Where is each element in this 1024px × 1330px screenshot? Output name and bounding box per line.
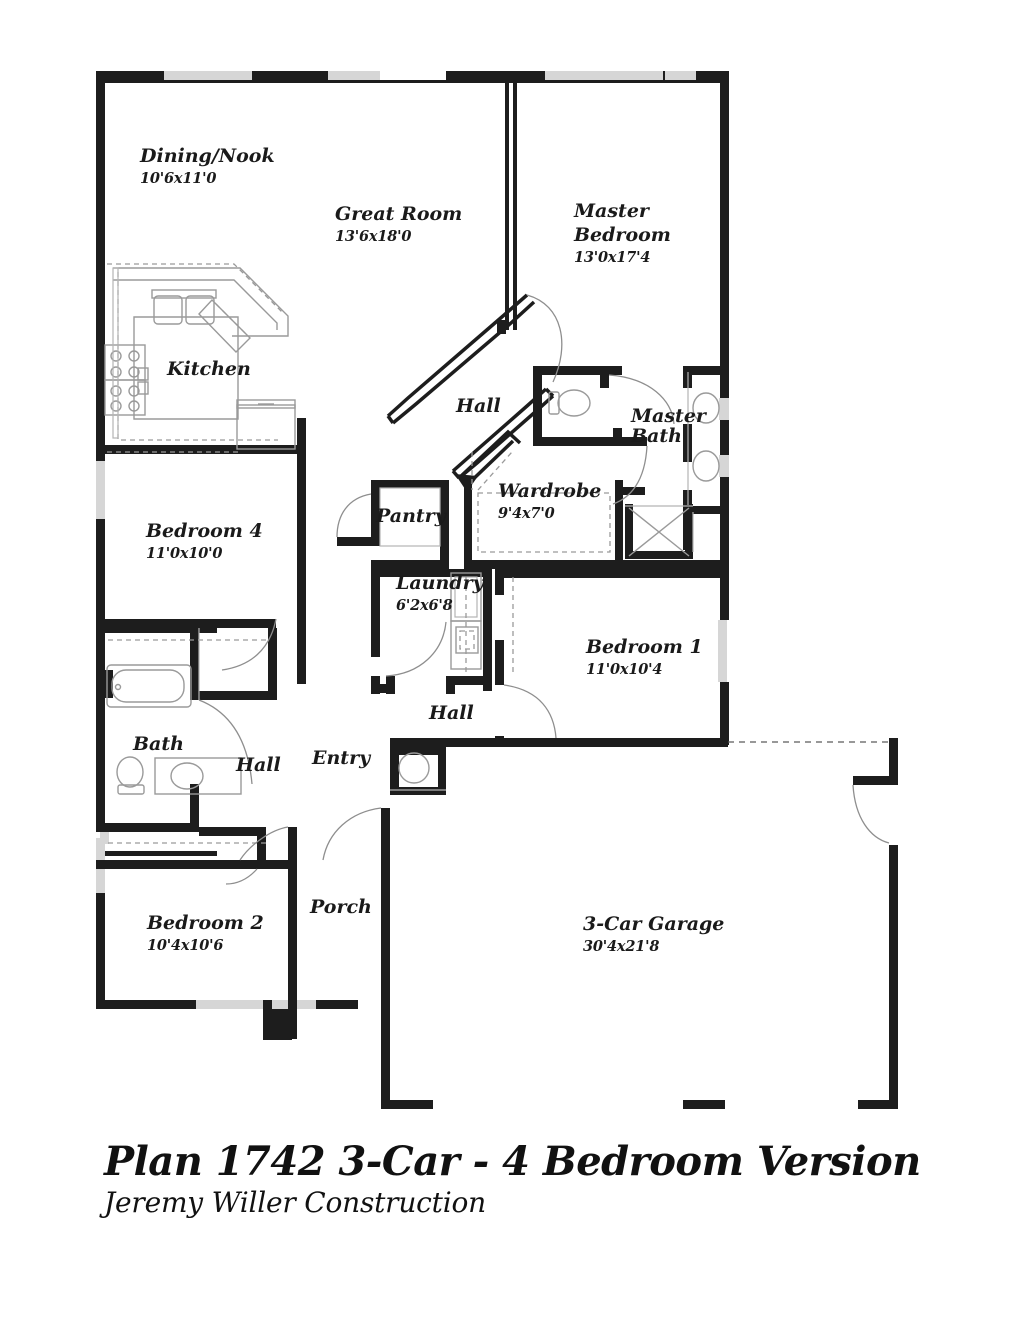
room-label-bath: Bath: [132, 733, 184, 755]
room-label-entry: Entry: [311, 747, 372, 769]
room-label-kitchen: Kitchen: [166, 358, 251, 380]
wardrobe-shelving: [471, 451, 611, 553]
plan-title: Plan 1742 3-Car - 4 Bedroom Version: [103, 1138, 921, 1185]
room-label-wardrobe: Wardrobe: [498, 480, 601, 502]
kitchen-sink: [151, 289, 217, 325]
title-block: Plan 1742 3-Car - 4 Bedroom Version Jere…: [99, 1138, 921, 1219]
room-label-master-bedroom-line1: Master: [573, 200, 651, 222]
master-shower: [625, 505, 693, 557]
room-label-master-bath-line1: Master: [630, 405, 708, 427]
room-label-hall-upper: Hall: [455, 395, 501, 417]
walls: [96, 71, 898, 1109]
room-label-hall-left: Hall: [235, 754, 281, 776]
room-label-great-room: Great Room: [335, 203, 462, 225]
room-dims-dining-nook: 10'6x11'0: [140, 170, 216, 187]
room-label-bedroom-2: Bedroom 2: [146, 912, 264, 934]
plan-subtitle: Jeremy Willer Construction: [99, 1186, 486, 1219]
bath-tub: [106, 664, 192, 708]
door-swings: [198, 294, 890, 885]
bath-sink: [154, 757, 242, 795]
room-label-porch: Porch: [309, 896, 372, 918]
room-label-garage: 3-Car Garage: [583, 913, 724, 935]
room-label-bedroom-1: Bedroom 1: [585, 636, 703, 658]
room-label-master-bath-line2: Bath: [630, 425, 682, 447]
kitchen-island: [133, 316, 239, 420]
kitchen-fixtures: [104, 263, 296, 453]
hall-bath-fixtures: [106, 628, 270, 844]
room-label-master-bedroom-line2: Bedroom: [573, 224, 671, 246]
room-label-dining-nook: Dining/Nook: [139, 145, 275, 167]
room-dims-bedroom-4: 11'0x10'0: [146, 545, 222, 562]
room-dims-laundry: 6'2x6'8: [396, 597, 453, 614]
room-dims-bedroom-1: 11'0x10'4: [586, 661, 662, 678]
laundry-fixtures: [450, 572, 514, 672]
room-labels: Dining/Nook 10'6x11'0 Great Room 13'6x18…: [132, 145, 724, 955]
entry-closet-fixture: [390, 752, 446, 791]
room-dims-great-room: 13'6x18'0: [335, 228, 411, 245]
pantry-shelving: [379, 487, 441, 547]
room-label-hall-lower: Hall: [428, 702, 474, 724]
room-dims-wardrobe: 9'4x7'0: [498, 505, 555, 522]
room-label-pantry: Pantry: [375, 505, 448, 527]
room-dims-bedroom-2: 10'4x10'6: [147, 937, 223, 954]
bath-toilet: [116, 756, 145, 795]
master-toilet: [548, 389, 591, 417]
kitchen-refrigerator: [236, 399, 296, 450]
room-dims-master-bedroom: 13'0x17'4: [574, 249, 650, 266]
master-bath-fixtures: [548, 372, 720, 557]
kitchen-cooktop: [104, 344, 149, 416]
room-dims-garage: 30'4x21'8: [583, 938, 659, 955]
master-vanity-sinks: [687, 372, 720, 505]
room-label-bedroom-4: Bedroom 4: [145, 520, 263, 542]
room-label-laundry: Laundry: [395, 572, 486, 594]
